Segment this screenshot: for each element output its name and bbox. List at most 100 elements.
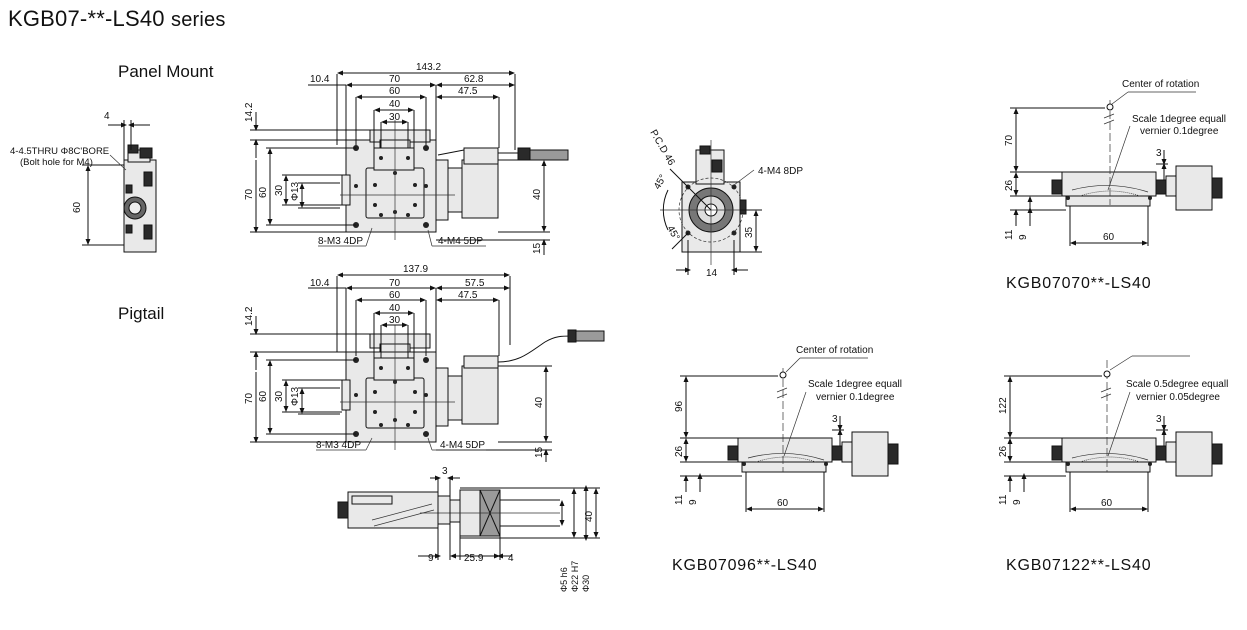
pigtail-dimensions: 137.9 10.4 70 57.5 60 47.5 40 30 14.2 70…	[244, 264, 545, 458]
pm-dim-h70: 70	[244, 188, 255, 200]
pt-dim-h60: 60	[258, 390, 269, 402]
kgb07096-label: KGB07096**-LS40	[672, 557, 818, 574]
pigtail-top-view	[250, 272, 605, 462]
pm-dim-w70: 70	[389, 74, 401, 85]
pt-dim-d9: 9	[428, 553, 434, 564]
pm-dim-overall: 143.2	[416, 62, 441, 73]
ev-pcd: P.C.D 46	[647, 128, 676, 168]
k70-dim-h11: 11	[1004, 229, 1015, 240]
k70-scale2: vernier 0.1degree	[1140, 126, 1219, 137]
page-title: KGB07-**-LS40 series	[8, 6, 226, 32]
k96-scale2: vernier 0.1degree	[816, 392, 895, 403]
pt-dim-phi22: Φ22 H7	[570, 561, 580, 592]
pm-dim-h40: 40	[532, 188, 543, 200]
k122-dim-w60: 60	[1101, 498, 1113, 509]
pt-dim-d40: 40	[584, 510, 595, 522]
panel-mount-top-view	[250, 70, 569, 255]
pm-dim-h60: 60	[258, 186, 269, 198]
kgb07070-label: KGB07070**-LS40	[1006, 275, 1152, 292]
title-suffix: series	[171, 9, 226, 31]
pt-dim-r47: 47.5	[458, 290, 478, 301]
kgb07070-annotations: Center of rotation Scale 1degree equall …	[1004, 79, 1226, 243]
kgb07096-annotations: Center of rotation Scale 1degree equall …	[674, 345, 902, 509]
panel-mount-dimensions: 143.2 10.4 70 62.8 60 47.5 40 30 14.2 70…	[244, 62, 543, 254]
kgb07122-label: KGB07122**-LS40	[1006, 557, 1152, 574]
k96-dim-d9: 9	[688, 499, 699, 505]
pm-dim-w30: 30	[389, 112, 401, 123]
pigtail-shaft-view	[337, 475, 600, 560]
pt-dim-h30: 30	[274, 390, 285, 402]
k96-center: Center of rotation	[796, 345, 873, 356]
k122-dim-h26: 26	[998, 445, 1009, 457]
k70-dim-d9: 9	[1018, 234, 1029, 240]
k70-dim-h70: 70	[1004, 134, 1015, 146]
kgb07122-annotations: Scale 0.5degree equall vernier 0.05degre…	[998, 379, 1228, 509]
k96-dim-d3: 3	[832, 414, 838, 425]
panel-mount-label: Panel Mount	[118, 62, 214, 81]
pt-dim-w40: 40	[389, 303, 401, 314]
pm-dim-r47: 47.5	[458, 86, 478, 97]
title-model: KGB07-**-LS40	[8, 6, 165, 31]
pt-dim-phi30: Φ30	[581, 575, 591, 592]
pm-dim-w40: 40	[389, 99, 401, 110]
ev-angle-1: 45°	[652, 173, 669, 192]
k70-dim-w60: 60	[1103, 232, 1115, 243]
pm-dim-left: 10.4	[310, 74, 330, 85]
k96-scale1: Scale 1degree equall	[808, 379, 902, 390]
k70-scale1: Scale 1degree equall	[1132, 114, 1226, 125]
side-bolt-note: (Bolt hole for M4)	[20, 157, 93, 168]
pm-dim-h14: 14.2	[244, 102, 255, 122]
pt-dim-overall: 137.9	[403, 264, 428, 275]
ev-h35: 35	[744, 226, 755, 238]
side-thru-note: 4-4.5THRU Φ8C'BORE	[10, 146, 109, 157]
pt-dim-d25: 25.9	[464, 553, 484, 564]
pt-dim-h14: 14.2	[244, 306, 255, 326]
pm-dim-right: 62.8	[464, 74, 484, 85]
pt-note-m3: 8-M3 4DP	[316, 440, 361, 451]
k122-scale2: vernier 0.05degree	[1136, 392, 1220, 403]
kgb07122-view	[1004, 355, 1223, 512]
k70-center: Center of rotation	[1122, 79, 1199, 90]
k122-dim-d9: 9	[1012, 499, 1023, 505]
k96-dim-h96: 96	[674, 400, 685, 412]
pt-dim-w60: 60	[389, 290, 401, 301]
ev-m4: 4-M4 8DP	[758, 166, 803, 177]
k70-dim-h26: 26	[1004, 179, 1015, 191]
kgb07070-view	[1010, 91, 1223, 246]
pt-dim-w70: 70	[389, 278, 401, 289]
pt-dim-phi13: Φ13	[290, 386, 301, 406]
k122-dim-h11: 11	[998, 494, 1009, 505]
k122-dim-d3: 3	[1156, 414, 1162, 425]
pt-dim-h15: 15	[534, 446, 545, 458]
pt-dim-left: 10.4	[310, 278, 330, 289]
pt-dim-right: 57.5	[465, 278, 485, 289]
pt-dim-h70: 70	[244, 392, 255, 404]
kgb07096-view	[680, 357, 899, 512]
pm-dim-h30: 30	[274, 184, 285, 196]
pt-dim-phi5: Φ5 h6	[559, 567, 569, 592]
end-view	[660, 140, 762, 275]
pigtail-shaft-dimensions: 3 40 9 25.9 4 Φ5 h6 Φ22 H7 Φ30	[428, 466, 595, 592]
pm-dim-phi13: Φ13	[290, 181, 301, 201]
side-width-4: 4	[104, 111, 110, 122]
k122-dim-h122: 122	[998, 397, 1009, 414]
pm-dim-h15: 15	[532, 242, 543, 254]
panel-mount-side-view	[82, 120, 157, 253]
pt-dim-d3: 3	[442, 466, 448, 477]
pm-dim-w60: 60	[389, 86, 401, 97]
ev-w14: 14	[706, 268, 718, 279]
pt-dim-d4: 4	[508, 553, 514, 564]
k96-dim-h26: 26	[674, 445, 685, 457]
pm-note-m4: 4-M4 5DP	[438, 236, 483, 247]
pigtail-label: Pigtail	[118, 304, 165, 323]
k70-dim-d3: 3	[1156, 148, 1162, 159]
pm-note-m3: 8-M3 4DP	[318, 236, 363, 247]
k96-dim-h11: 11	[674, 494, 685, 505]
side-height-60: 60	[72, 201, 83, 213]
pt-dim-h40: 40	[534, 396, 545, 408]
k122-scale1: Scale 0.5degree equall	[1126, 379, 1228, 390]
pt-dim-w30: 30	[389, 315, 401, 326]
k96-dim-w60: 60	[777, 498, 789, 509]
pt-note-m4: 4-M4 5DP	[440, 440, 485, 451]
